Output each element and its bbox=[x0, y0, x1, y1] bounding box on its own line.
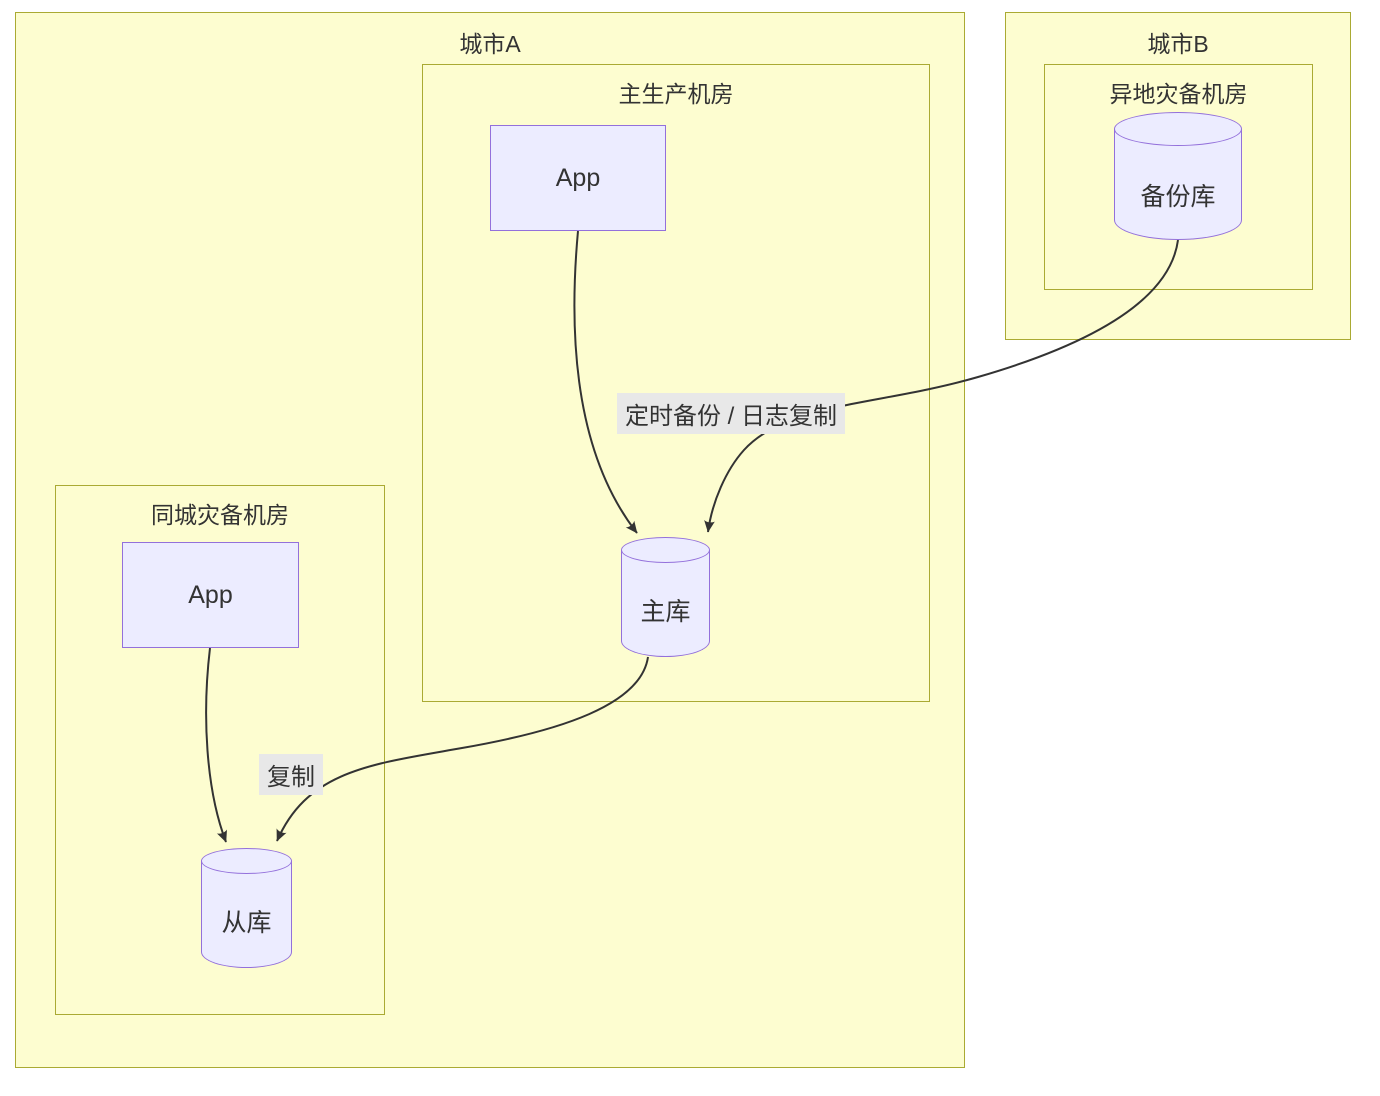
node-master-db-label: 主库 bbox=[640, 598, 691, 626]
cluster-local-dr-dc-label: 同城灾备机房 bbox=[151, 502, 289, 528]
cluster-city-a-label: 城市A bbox=[459, 31, 521, 57]
cylinder-top-ellipse bbox=[621, 537, 710, 563]
node-app-main-label: App bbox=[555, 163, 601, 192]
node-app-main: App bbox=[490, 125, 666, 231]
cylinder-body: 主库 bbox=[621, 550, 710, 657]
node-app-dr-label: App bbox=[188, 580, 233, 609]
cylinder-body: 备份库 bbox=[1114, 129, 1242, 240]
node-master-db: 主库 bbox=[621, 537, 710, 657]
cylinder-top-ellipse bbox=[1114, 112, 1242, 146]
cylinder-top-ellipse bbox=[201, 848, 292, 874]
cluster-main-production-dc-label: 主生产机房 bbox=[618, 81, 734, 107]
cluster-remote-dr-dc-label: 异地灾备机房 bbox=[1109, 81, 1248, 107]
node-slave-db-label: 从库 bbox=[221, 909, 272, 937]
node-backup-db: 备份库 bbox=[1114, 112, 1242, 240]
node-app-dr: App bbox=[122, 542, 299, 648]
node-slave-db: 从库 bbox=[201, 848, 292, 968]
edge-label-replication: 复制 bbox=[259, 754, 323, 795]
cylinder-body: 从库 bbox=[201, 861, 292, 968]
node-backup-db-label: 备份库 bbox=[1140, 183, 1216, 211]
edge-label-scheduled-backup-log-replication: 定时备份 / 日志复制 bbox=[617, 393, 846, 434]
cluster-city-b-label: 城市B bbox=[1147, 31, 1209, 57]
